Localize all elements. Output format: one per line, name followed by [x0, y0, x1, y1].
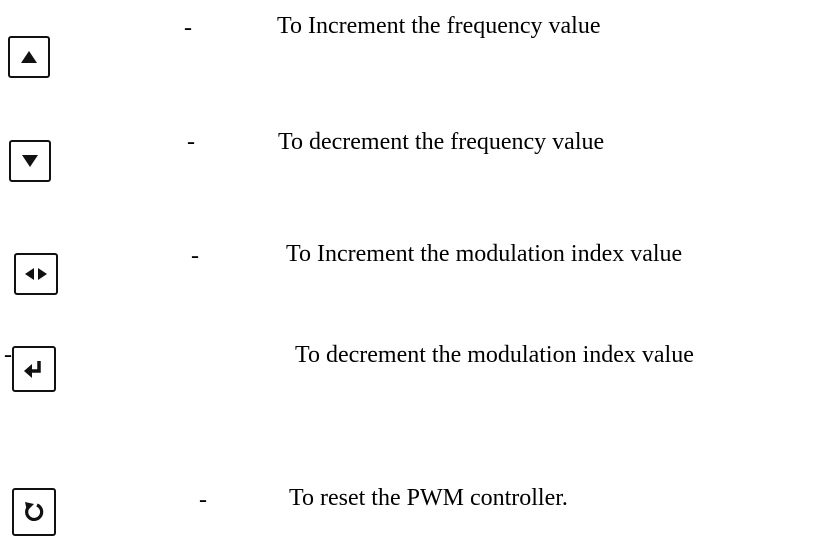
decrement-frequency-key[interactable] — [9, 140, 51, 182]
increment-modulation-index-key[interactable] — [14, 253, 58, 295]
row-2-description: To decrement the frequency value — [278, 129, 605, 155]
row-4-dash: - — [4, 342, 12, 368]
row-5-dash: - — [199, 487, 207, 513]
left-right-arrows-icon — [25, 268, 47, 280]
increment-frequency-key[interactable] — [8, 36, 50, 78]
reset-controller-key[interactable] — [12, 488, 56, 536]
row-3-dash: - — [191, 243, 199, 269]
decrement-modulation-index-key[interactable] — [12, 346, 56, 392]
row-2-dash: - — [187, 129, 195, 155]
reset-rotate-icon — [25, 502, 44, 522]
enter-return-icon — [24, 361, 41, 378]
row-3-description: To Increment the modulation index value — [286, 241, 683, 267]
row-1-dash: - — [184, 15, 192, 41]
row-4-description: To decrement the modulation index value — [295, 342, 694, 368]
up-arrow-icon — [21, 51, 37, 63]
row-5-description: To reset the PWM controller. — [289, 485, 568, 511]
down-arrow-icon — [22, 155, 38, 167]
row-1-description: To Increment the frequency value — [277, 13, 601, 39]
